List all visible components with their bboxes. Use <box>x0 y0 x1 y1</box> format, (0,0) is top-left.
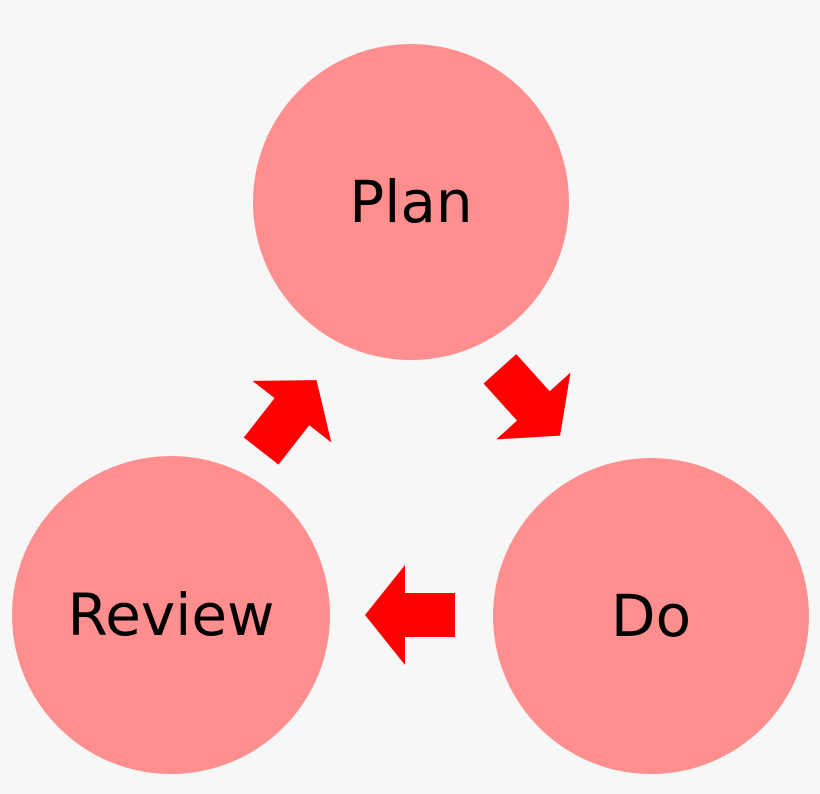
node-do: Do <box>493 458 809 774</box>
block-arrow-icon <box>483 354 571 440</box>
arrow-do-to-review <box>365 565 455 665</box>
arrow-review-to-plan <box>243 380 332 465</box>
arrow-plan-to-do <box>483 354 571 440</box>
block-arrow-icon <box>243 380 332 465</box>
node-do-label: Do <box>610 582 692 650</box>
block-arrow-icon <box>365 565 455 665</box>
node-review-label: Review <box>67 581 275 649</box>
node-review: Review <box>12 456 330 774</box>
node-plan-label: Plan <box>349 168 473 236</box>
node-plan: Plan <box>253 44 569 360</box>
